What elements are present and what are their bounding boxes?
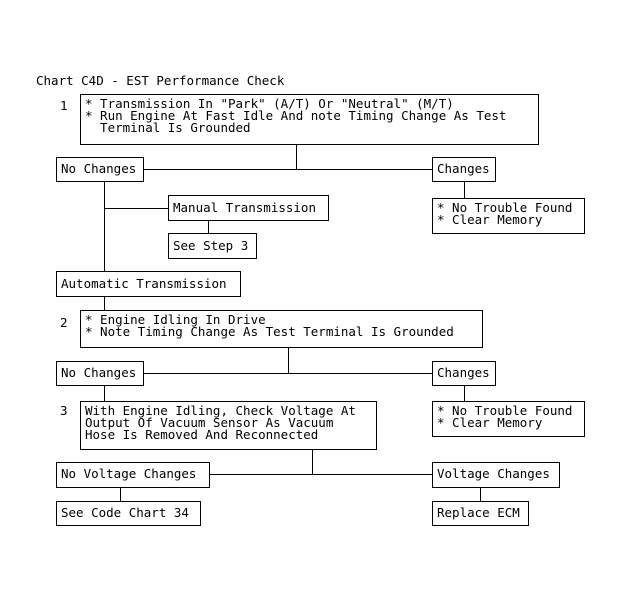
changes-box-2: Changes [432, 361, 496, 386]
step2-box: * Engine Idling In Drive* Note Timing Ch… [80, 310, 483, 348]
step1-line: * Run Engine At Fast Idle And note Timin… [85, 108, 507, 123]
no-trouble-line: * Clear Memory [437, 415, 543, 430]
connector [288, 347, 289, 373]
see-step-3-box: See Step 3 [168, 233, 257, 259]
connector [480, 487, 481, 502]
no-trouble-line: * No Trouble Found [437, 200, 573, 215]
step-number-2: 2 [60, 315, 68, 330]
step1-box: * Transmission In "Park" (A/T) Or "Neutr… [80, 94, 539, 145]
connector [104, 296, 105, 310]
voltage-changes-box: Voltage Changes [432, 462, 560, 488]
step-number-1: 1 [60, 98, 68, 113]
connector [464, 181, 465, 198]
step2-line: * Engine Idling In Drive [85, 312, 266, 327]
connector [143, 169, 432, 170]
chart-title: Chart C4D - EST Performance Check [36, 73, 285, 88]
no-trouble-box-2: * No Trouble Found* Clear Memory [432, 401, 585, 437]
connector [120, 487, 121, 502]
step3-line: With Engine Idling, Check Voltage At [85, 403, 356, 418]
no-trouble-line: * Clear Memory [437, 212, 543, 227]
no-changes-box-2: No Changes [56, 361, 144, 386]
step2-line: * Note Timing Change As Test Terminal Is… [85, 324, 454, 339]
see-code-chart-box: See Code Chart 34 [56, 501, 201, 526]
connector [464, 385, 465, 401]
step1-line: * Transmission In "Park" (A/T) Or "Neutr… [85, 96, 454, 111]
manual-transmission-box: Manual Transmission [168, 195, 329, 221]
step-number-3: 3 [60, 403, 68, 418]
automatic-transmission-box: Automatic Transmission [56, 271, 241, 297]
no-voltage-changes-box: No Voltage Changes [56, 462, 210, 488]
connector [104, 385, 105, 401]
step1-line: Terminal Is Grounded [85, 120, 251, 135]
connector [208, 220, 209, 233]
replace-ecm-box: Replace ECM [432, 501, 529, 526]
no-changes-box-1: No Changes [56, 157, 144, 182]
connector [143, 373, 432, 374]
no-trouble-box-1: * No Trouble Found* Clear Memory [432, 198, 585, 234]
changes-box-1: Changes [432, 157, 496, 182]
no-trouble-line: * No Trouble Found [437, 403, 573, 418]
connector [209, 474, 432, 475]
connector [312, 449, 313, 474]
connector [296, 145, 297, 169]
step3-line: Output Of Vacuum Sensor As Vacuum [85, 415, 334, 430]
connector [104, 208, 168, 209]
connector [104, 181, 105, 271]
step3-line: Hose Is Removed And Reconnected [85, 427, 319, 442]
